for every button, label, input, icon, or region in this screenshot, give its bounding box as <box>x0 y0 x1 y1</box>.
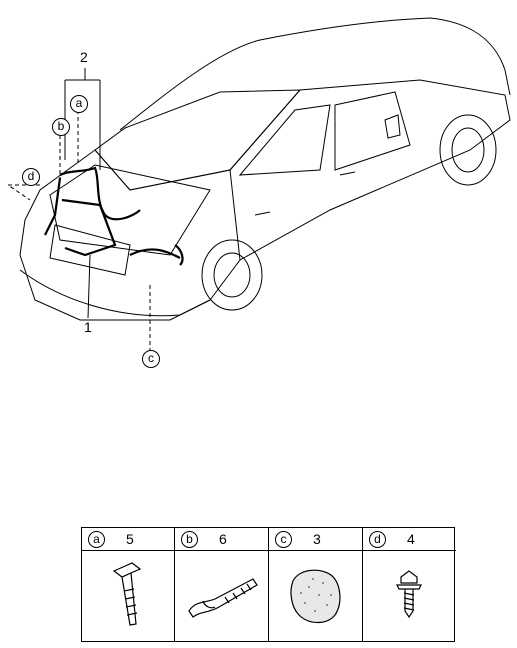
wiring-harness-branch <box>44 177 62 236</box>
car-roof-outline <box>119 17 511 131</box>
car-bumper <box>19 269 211 317</box>
clip-icon <box>112 562 142 626</box>
parts-cell-d: d 4 <box>363 528 456 641</box>
car-side-outline <box>229 79 511 261</box>
parts-table: a 5 b 6 c 3 <box>81 527 456 642</box>
callout-part-2: 2 <box>80 49 88 65</box>
marker-d: d <box>22 168 40 186</box>
side-mirror <box>384 114 401 139</box>
marker-c: c <box>142 350 160 368</box>
leader-d <box>6 184 40 201</box>
front-wheel <box>439 114 497 186</box>
car-license-area <box>49 224 131 276</box>
part-number-5: 5 <box>126 531 134 547</box>
car-rear-body <box>19 149 241 321</box>
wiring-harness-trunk <box>59 166 141 221</box>
part-number-6: 6 <box>219 531 227 547</box>
car-door-windows <box>238 91 411 176</box>
rear-wheel-hub <box>213 252 251 298</box>
rear-wheel <box>201 239 263 311</box>
part-number-3: 3 <box>313 531 321 547</box>
parts-cell-b: b 6 <box>175 528 269 641</box>
marker-b: b <box>52 118 70 136</box>
foam-pad-icon <box>290 569 341 624</box>
parts-cell-a: a 5 <box>82 528 175 641</box>
marker-b-label: b <box>181 531 198 548</box>
wiring-harness-lid <box>61 198 117 257</box>
callout-part-1: 1 <box>84 319 92 335</box>
screw-icon <box>396 570 422 619</box>
marker-d-label: d <box>369 531 386 548</box>
door-handle <box>254 171 356 216</box>
front-wheel-hub <box>451 127 485 173</box>
leader-2 <box>64 68 101 170</box>
parts-cell-c: c 3 <box>269 528 363 641</box>
wiring-harness-lamp <box>129 244 184 266</box>
vehicle-wiring-diagram <box>6 17 511 350</box>
marker-c-label: c <box>275 531 292 548</box>
protector-icon <box>188 578 258 618</box>
marker-a: a <box>70 95 88 113</box>
part-number-4: 4 <box>407 531 415 547</box>
leader-1 <box>87 254 91 319</box>
marker-a-label: a <box>88 531 105 548</box>
